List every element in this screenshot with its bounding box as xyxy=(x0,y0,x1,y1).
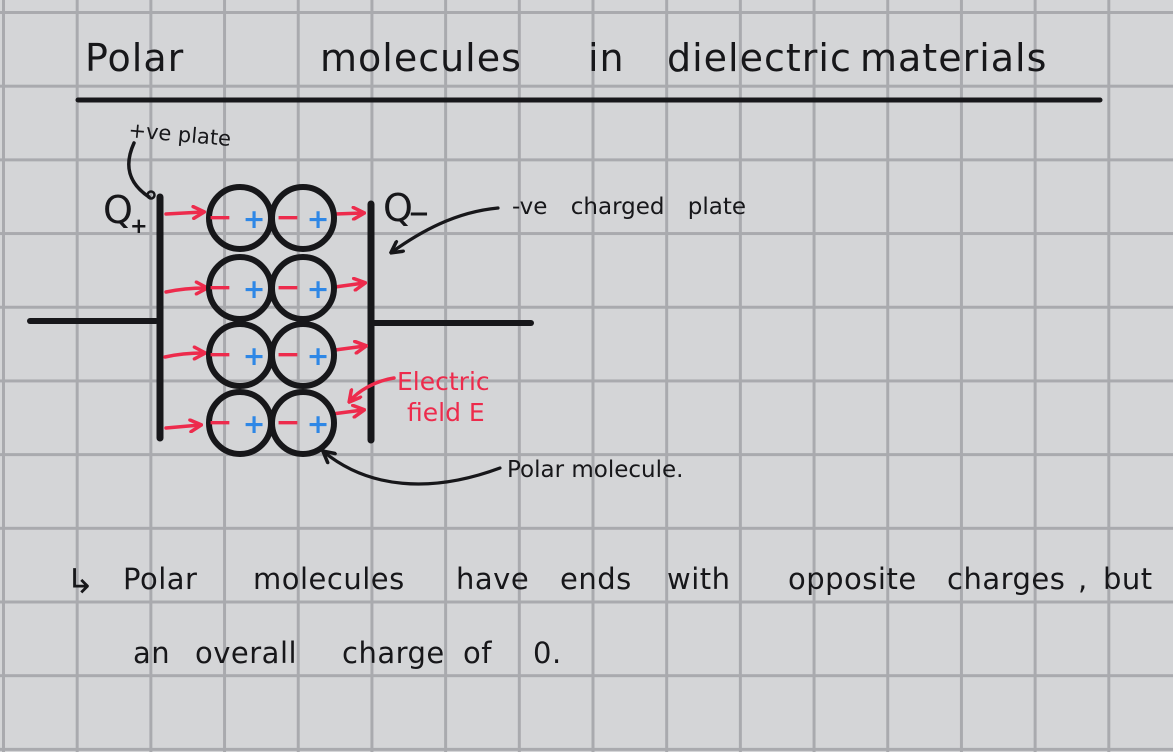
note-word: 0. xyxy=(533,636,562,670)
note-word: ends xyxy=(560,562,632,596)
note-word: of xyxy=(463,636,492,670)
plus-charge: + xyxy=(243,341,266,372)
note-word: Polar xyxy=(123,562,198,596)
electric-field-pointer-arrow xyxy=(350,376,396,401)
electric-field-label-line2: field E xyxy=(407,398,485,427)
plus-charge: + xyxy=(243,274,266,305)
minus-charge: − xyxy=(207,405,232,440)
field-arrow xyxy=(164,212,203,214)
note-line-1: ↳ Polar molecules have ends with opposit… xyxy=(0,562,1173,606)
title-word: molecules xyxy=(320,36,522,80)
field-arrow xyxy=(333,213,363,214)
polar-molecule: − + xyxy=(206,254,274,322)
note-word: charge xyxy=(342,636,445,670)
title-word: dielectric xyxy=(667,36,852,80)
polar-molecule: − + xyxy=(206,321,274,389)
q-minus-sign: − xyxy=(408,199,430,229)
note-word: an xyxy=(133,636,171,670)
note-word: with xyxy=(667,562,731,596)
title-word: in xyxy=(588,36,625,80)
polar-molecule: − + xyxy=(206,389,274,457)
neg-plate-pointer-arrow xyxy=(392,206,500,252)
minus-charge: − xyxy=(207,200,232,235)
neg-plate-label: -ve charged plate xyxy=(512,194,746,220)
note-word: overall xyxy=(195,636,298,670)
plus-charge: + xyxy=(307,341,330,372)
polar-molecule: − + xyxy=(269,321,337,389)
pos-plate-pointer-line xyxy=(127,141,151,199)
pos-plate-pointer-hook xyxy=(146,190,156,200)
field-arrow xyxy=(164,288,206,292)
electric-field-label-line1: Electric xyxy=(397,367,490,396)
note-word: opposite xyxy=(788,562,917,596)
minus-charge: − xyxy=(275,405,300,440)
polar-molecule-label: Polar molecule. xyxy=(507,457,683,483)
bullet-arrow-icon: ↳ xyxy=(66,562,95,602)
page-title: Polar molecules in dielectric materials xyxy=(0,36,1173,96)
note-word: , xyxy=(1078,562,1088,596)
field-arrow xyxy=(330,410,363,414)
plus-charge: + xyxy=(307,204,330,235)
note-word: but xyxy=(1103,562,1153,596)
polar-molecule: − + xyxy=(206,184,274,252)
plus-charge: + xyxy=(307,274,330,305)
q-plus-sign: + xyxy=(130,214,148,238)
polar-molecule: − + xyxy=(269,184,337,252)
plus-charge: + xyxy=(307,409,330,440)
field-arrow xyxy=(333,346,365,350)
note-line-2: an overall charge of 0. xyxy=(0,636,1173,680)
q-plus-letter: Q xyxy=(103,188,133,232)
polar-molecule-pointer-arrow xyxy=(324,452,502,486)
field-arrow xyxy=(333,283,364,287)
note-word: molecules xyxy=(253,562,405,596)
note-word: have xyxy=(456,562,530,596)
minus-charge: − xyxy=(275,337,300,372)
polar-molecule: − + xyxy=(269,389,337,457)
title-word: materials xyxy=(860,36,1048,80)
plus-charge: + xyxy=(243,409,266,440)
plus-charge: + xyxy=(243,204,266,235)
polar-molecule: − + xyxy=(269,254,337,322)
minus-charge: − xyxy=(275,200,300,235)
q-minus-letter: Q xyxy=(383,186,413,230)
minus-charge: − xyxy=(207,337,232,372)
field-arrow xyxy=(164,425,200,428)
field-arrow xyxy=(163,353,204,357)
note-word: charges xyxy=(947,562,1066,596)
pos-plate-label: +ve plate xyxy=(128,118,233,151)
minus-charge: − xyxy=(275,270,300,305)
minus-charge: − xyxy=(207,270,232,305)
title-word: Polar xyxy=(85,36,185,80)
